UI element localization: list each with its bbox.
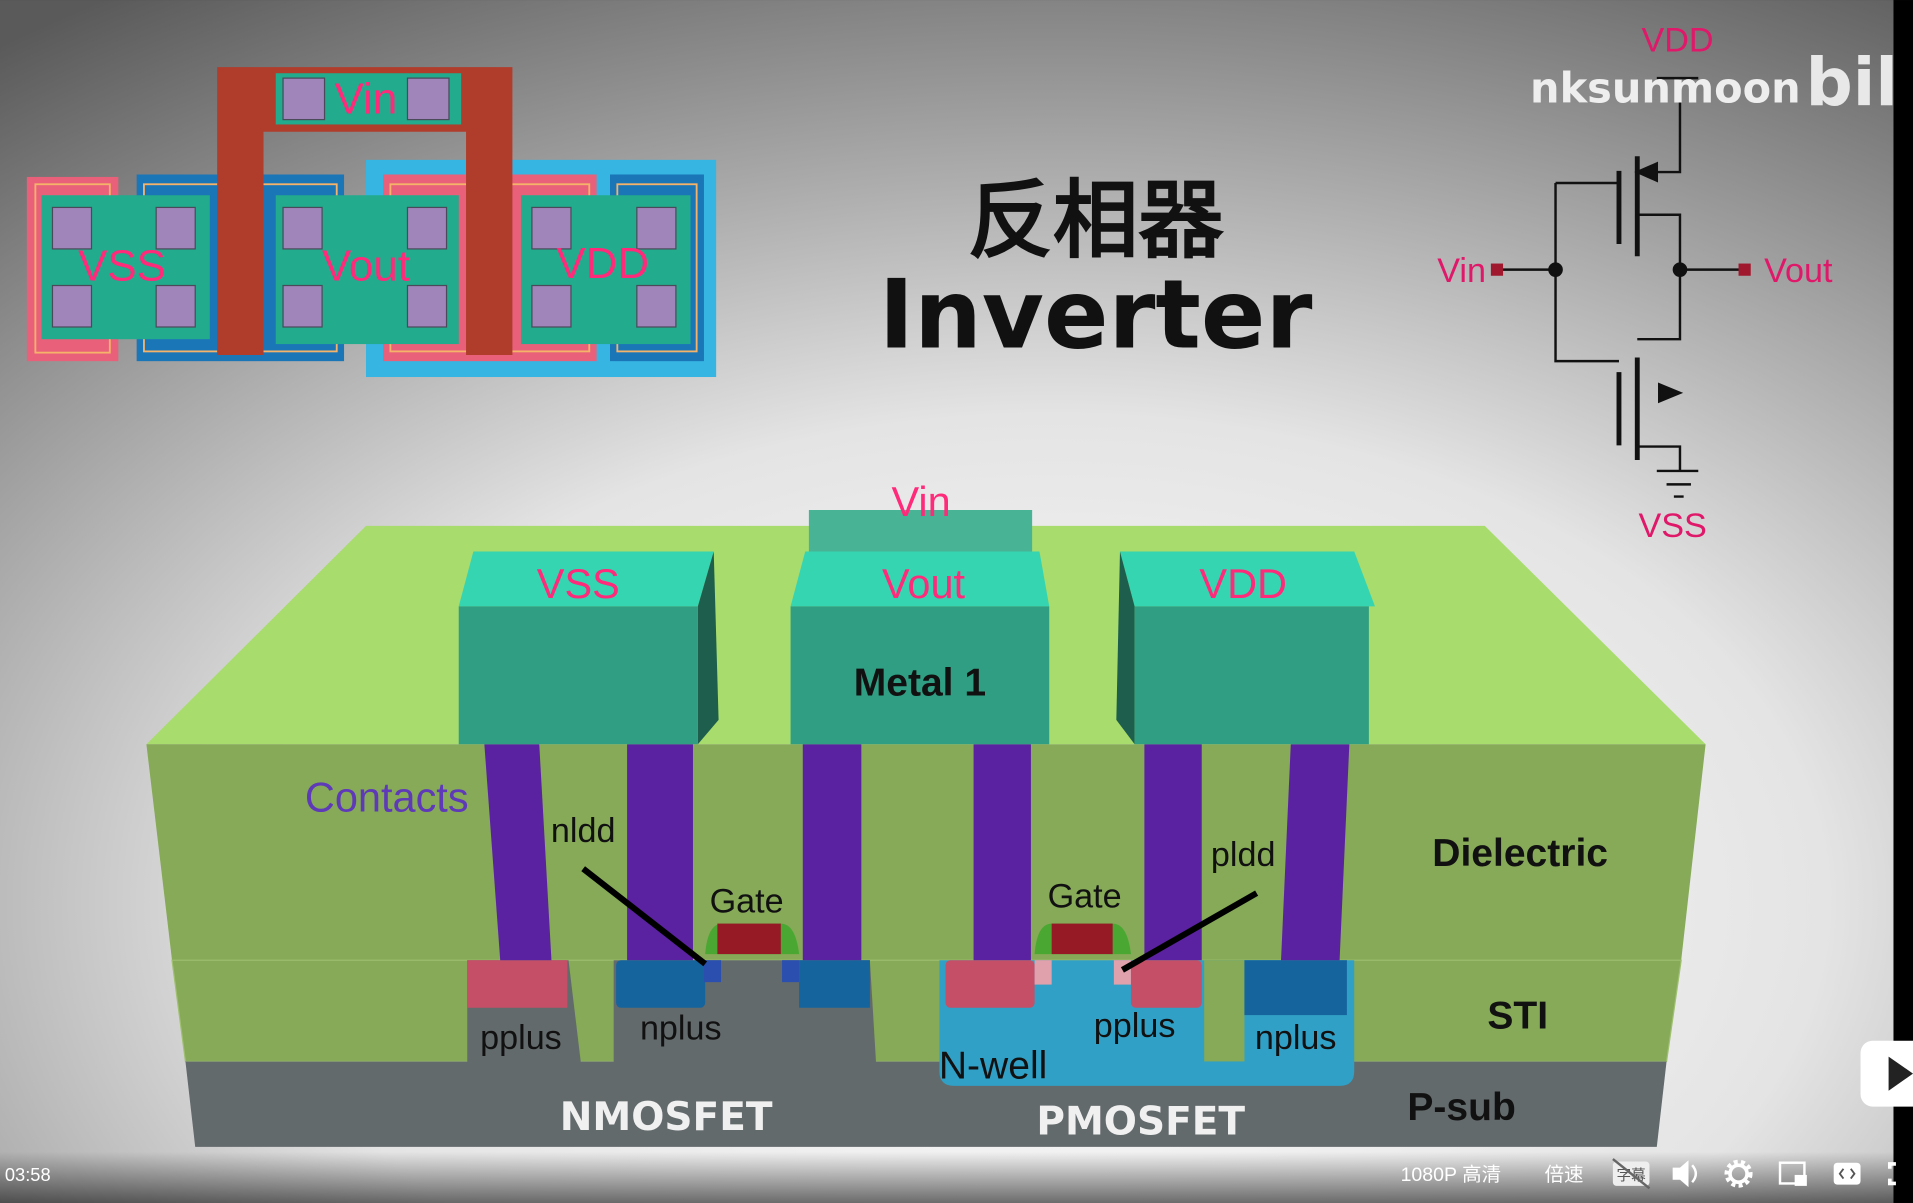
nplus-n-label: nplus	[640, 1009, 722, 1047]
schematic-vss: VSS	[1638, 507, 1706, 545]
contacts-label: Contacts	[305, 773, 469, 820]
current-time: 03:58	[5, 1164, 51, 1185]
cross-section	[146, 509, 1706, 1147]
widescreen-icon[interactable]	[1833, 1162, 1861, 1185]
nmos-gate	[717, 923, 781, 955]
layout-view: Vin VSS Vout VDD	[26, 67, 717, 378]
sti-label: STI	[1487, 995, 1548, 1038]
pldd-label: pldd	[1211, 836, 1276, 874]
nldd-label: nldd	[551, 812, 616, 850]
nplus-p-label: nplus	[1255, 1019, 1337, 1057]
schematic-vout: Vout	[1764, 252, 1833, 290]
player-controls	[0, 1151, 1913, 1203]
pip-icon[interactable]	[1778, 1161, 1807, 1186]
layout-vout-label: Vout	[322, 242, 410, 291]
layout-vin-label: Vin	[335, 74, 398, 123]
metal-label: Metal 1	[854, 661, 986, 704]
nmosfet-label: NMOSFET	[560, 1095, 773, 1140]
letterbox	[1893, 0, 1913, 1203]
xs-vout-label: Vout	[882, 560, 965, 607]
pplus-n-label: pplus	[480, 1019, 562, 1057]
dielectric-label: Dielectric	[1432, 832, 1608, 875]
pmos-gate-label: Gate	[1048, 878, 1122, 916]
volume-icon[interactable]	[1672, 1160, 1698, 1188]
settings-gear-icon[interactable]	[1724, 1159, 1753, 1188]
side-play-button[interactable]	[1860, 1040, 1913, 1107]
pmos-arrow-icon	[1634, 161, 1659, 183]
psub-label: P-sub	[1407, 1086, 1515, 1129]
fullscreen-icon[interactable]	[1887, 1162, 1896, 1186]
speed-button[interactable]: 倍速	[1545, 1164, 1584, 1186]
pplus-p-label: pplus	[1094, 1007, 1176, 1045]
xs-vss-label: VSS	[537, 560, 620, 607]
title-en: Inverter	[879, 261, 1313, 371]
schematic-vin: Vin	[1437, 252, 1486, 290]
pmos-gate	[1051, 923, 1113, 955]
title-zh: 反相器	[967, 172, 1224, 271]
quality-button[interactable]: 1080P 高清	[1401, 1164, 1502, 1186]
xs-vdd-label: VDD	[1199, 560, 1287, 607]
nmos-gate-label: Gate	[710, 883, 784, 921]
layout-vdd-label: VDD	[556, 239, 649, 288]
poly-gate	[217, 67, 513, 356]
nmos-arrow-icon	[1658, 382, 1684, 404]
xs-vin-label: Vin	[892, 478, 951, 525]
play-icon	[1888, 1056, 1913, 1091]
layout-vss-label: VSS	[78, 242, 166, 291]
watermark-author: nksunmoon	[1530, 64, 1801, 113]
contacts	[484, 744, 1350, 961]
pmosfet-label: PMOSFET	[1036, 1100, 1245, 1145]
nldd-arrow-icon	[581, 866, 708, 967]
pldd-arrow-icon	[1120, 890, 1259, 973]
nwell-label: N-well	[939, 1045, 1047, 1088]
subtitle-button[interactable]: 字幕	[1612, 1158, 1651, 1190]
schematic-vdd: VDD	[1641, 21, 1713, 59]
inverter-schematic	[1490, 76, 1751, 498]
